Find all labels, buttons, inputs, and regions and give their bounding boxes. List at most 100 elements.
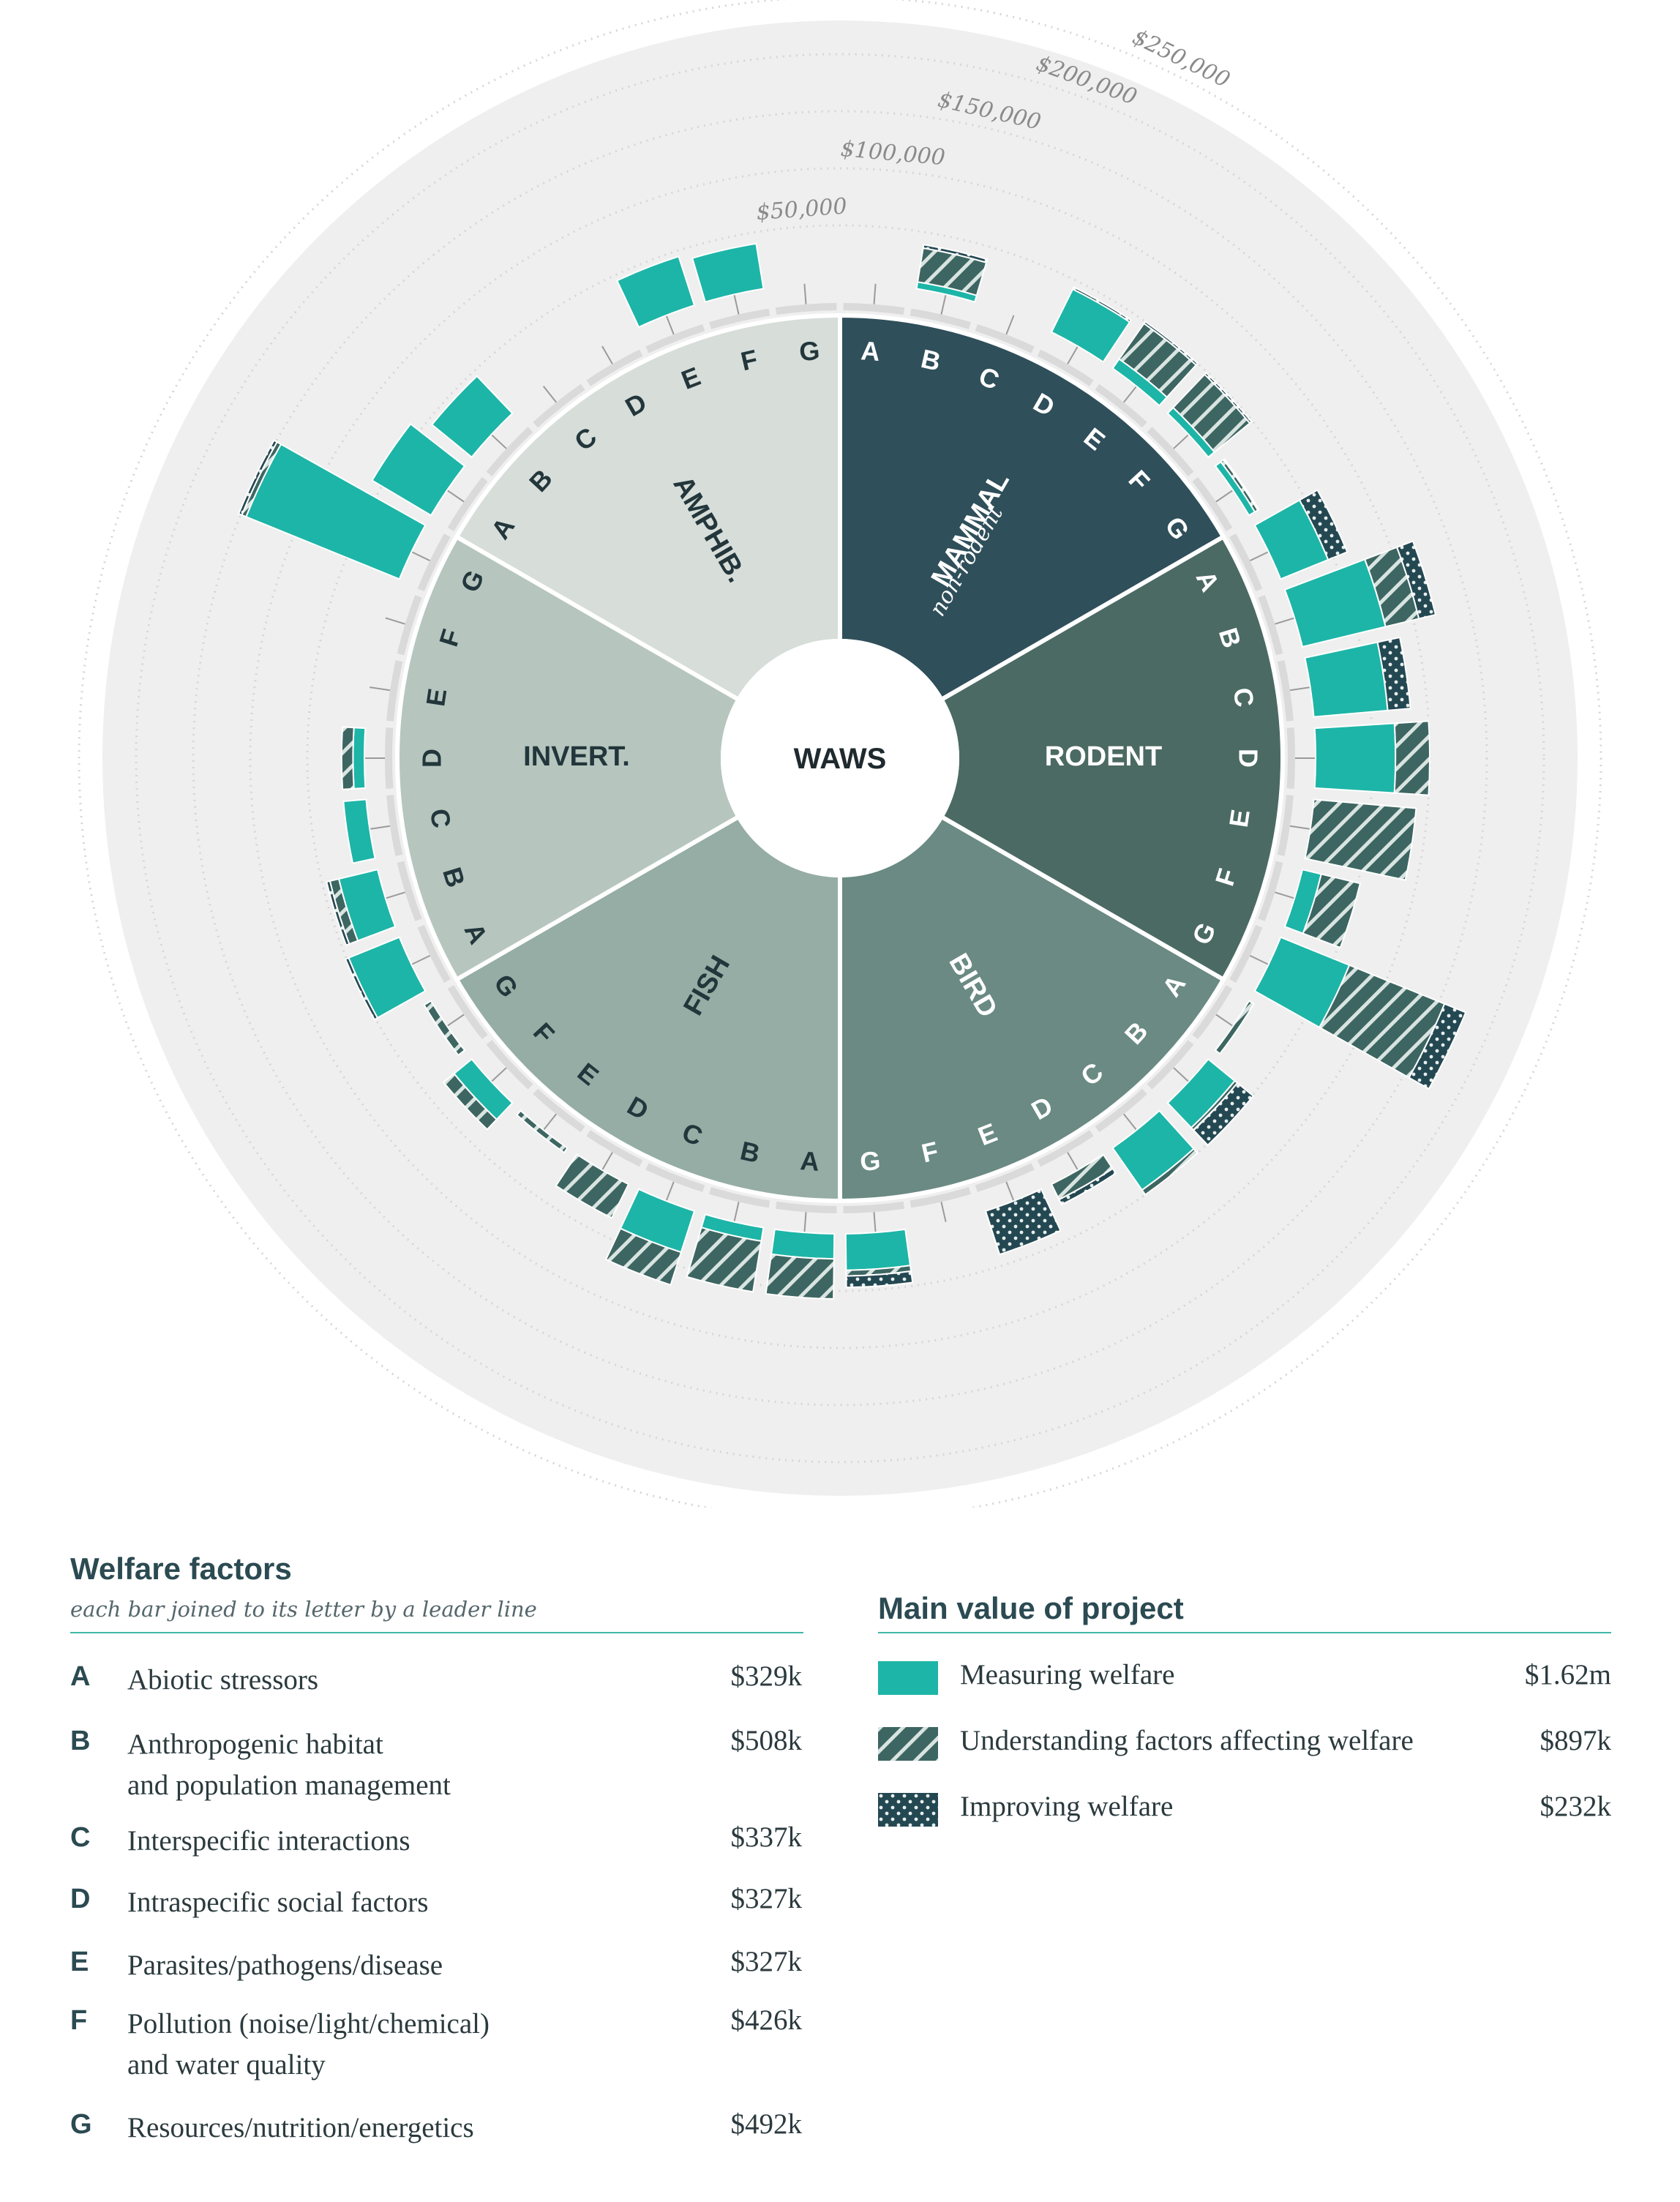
bar-segment-understanding (555, 1153, 630, 1219)
group-sectors (395, 312, 1285, 1204)
leader-line (1005, 315, 1015, 335)
bar-baseline (910, 1187, 971, 1208)
measuring-swatch (878, 1661, 938, 1695)
main-value-rule (878, 1632, 1611, 1633)
bars (237, 242, 1467, 1300)
leader-line (940, 1202, 947, 1222)
leader-line (1173, 1067, 1190, 1082)
leader-line (385, 617, 405, 625)
understanding-swatch (878, 1727, 938, 1761)
factor-label: Abiotic stressors (127, 1664, 319, 1696)
bar-baseline (1037, 1130, 1094, 1167)
leader-line (1123, 1113, 1138, 1131)
factor-letter: B (70, 1726, 91, 1756)
bar-baseline (1037, 349, 1094, 386)
bar-segment-understanding (765, 1253, 835, 1300)
scale-label: $250,000 (1128, 24, 1234, 93)
factor-label: Parasites/pathogens/disease (127, 1950, 443, 1981)
leader-line (410, 954, 431, 965)
leader-line (665, 1181, 675, 1202)
value-label: Improving welfare (960, 1791, 1174, 1822)
scale-ring (78, 0, 1602, 1508)
bar-segment-improving (344, 956, 379, 1021)
bar-baseline (1095, 383, 1147, 428)
bar-baseline (843, 303, 905, 315)
bar-baseline (1258, 861, 1283, 921)
factor-value: $508k (730, 1725, 803, 1756)
leader-line (370, 825, 391, 830)
factor-letter-c: C (424, 806, 457, 830)
leader-line (803, 1212, 807, 1233)
leader-line (1067, 345, 1079, 364)
leader-line (803, 283, 807, 304)
bar-baseline (975, 324, 1035, 353)
bar-segment-improving (1408, 1003, 1467, 1090)
factor-label: Interspecific interactions (127, 1825, 410, 1857)
factor-letter: E (70, 1947, 89, 1977)
bar-segment-measuring (1313, 722, 1397, 794)
leader-line (1215, 490, 1234, 503)
value-row-measuring: Measuring welfare $1.62m (878, 1658, 1611, 1699)
bar-segment-improving (984, 1188, 1062, 1256)
bar-segment-understanding (515, 1109, 569, 1154)
bar-baseline (397, 595, 422, 656)
bar-baseline (447, 476, 488, 532)
value-label: Understanding factors affecting welfare (960, 1725, 1414, 1756)
bar-segment-measuring (691, 242, 765, 303)
factor-letter-a: A (799, 1145, 820, 1177)
leader-lines (364, 283, 1316, 1233)
factor-letter-d: D (417, 749, 447, 768)
bar-segment-understanding (1214, 1000, 1256, 1055)
bar-segment-measuring (615, 255, 696, 329)
factor-label: Intraspecific social factors (127, 1887, 429, 1918)
bar-baseline (645, 1163, 705, 1192)
factor-label: Pollution (noise/light/chemical) and wat… (127, 2008, 490, 2081)
value-amount: $897k (1540, 1725, 1612, 1756)
value-row-understanding: Understanding factors affecting welfare … (878, 1724, 1611, 1765)
bar-segment-measuring (342, 798, 376, 864)
value-label: Measuring welfare (960, 1659, 1175, 1690)
scale-ring (135, 53, 1545, 1464)
bar-segment-understanding (686, 1227, 762, 1293)
bar-segment-improving (1395, 540, 1437, 620)
leader-line (490, 1067, 507, 1082)
leader-line (1249, 551, 1270, 562)
bar-baseline (775, 303, 837, 315)
bar-baseline (1147, 1040, 1194, 1090)
bar-segment-understanding (442, 1072, 498, 1131)
factor-value: $337k (730, 1821, 803, 1853)
bar-segment-understanding (1141, 1147, 1199, 1196)
bar-baseline (533, 383, 585, 428)
welfare-factors-rule (70, 1632, 803, 1633)
bar-segment-improving (1376, 636, 1411, 711)
factor-value: $327k (730, 1883, 803, 1914)
factor-letter: C (70, 1822, 91, 1853)
value-row-improving: Improving welfare $232k (878, 1790, 1611, 1831)
bar-baseline (447, 984, 488, 1040)
factor-value: $329k (730, 1660, 803, 1692)
bar-baseline (1277, 795, 1294, 856)
factor-value: $327k (730, 1946, 803, 1977)
improving-swatch (878, 1793, 938, 1827)
factor-letter-g: G (798, 335, 821, 367)
factor-letter: D (70, 1884, 91, 1914)
bar-segment-improving (1058, 1167, 1117, 1206)
group-label: RODENT (1045, 741, 1162, 772)
bar-segment-understanding (1393, 720, 1430, 796)
leader-line (873, 1212, 877, 1233)
leader-line (446, 490, 465, 503)
bar-baseline (1229, 533, 1263, 592)
center-circle (721, 639, 959, 877)
leader-line (410, 551, 431, 562)
bar-baseline (709, 308, 770, 329)
bar-segment-understanding (340, 726, 355, 790)
bar-segment-understanding (1302, 873, 1361, 949)
bar-segment-improving (326, 880, 350, 946)
bar-baseline (385, 727, 394, 789)
factor-letter-a: A (860, 335, 881, 367)
leader-line (385, 891, 405, 899)
main-value-title: Main value of project (878, 1591, 1184, 1625)
factor-label: Resources/nutrition/energetics (127, 2112, 474, 2143)
leader-line (490, 434, 507, 449)
bar-baseline (386, 660, 403, 722)
